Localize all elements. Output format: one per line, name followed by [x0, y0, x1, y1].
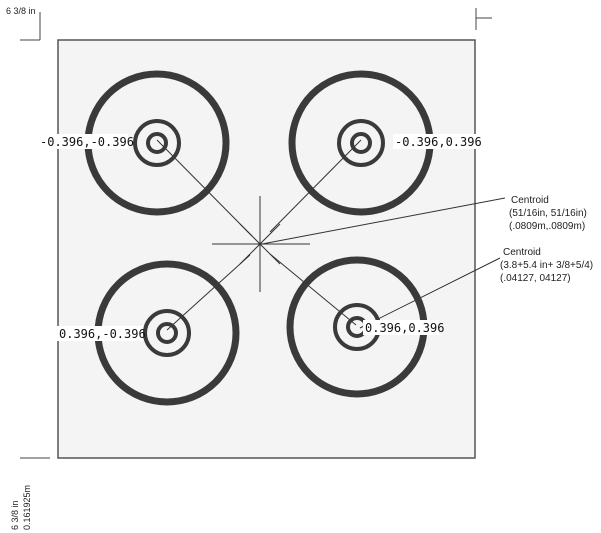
- coord-label-top-left: -0.396,-0.396: [38, 134, 134, 149]
- centroid-sub-line1: (3.8+5.4 in+ 3/8+5/4): [500, 260, 593, 271]
- centroid-main-annotation: Centroid (51/16in, 51/16in) (.0809m,.080…: [509, 195, 587, 232]
- coord-label-bottom-left: 0.396,-0.396: [57, 326, 146, 341]
- coord-top-right-text: -0.396,0.396: [395, 135, 482, 149]
- centroid-sub-line2: (.04127, 04127): [500, 273, 571, 284]
- plate: [57, 39, 476, 459]
- coord-bottom-right-text: 0.396,0.396: [365, 321, 444, 335]
- top-dimension: 6 3/8 in: [6, 6, 492, 41]
- left-height-m-label: 0.161925m: [22, 485, 32, 530]
- coord-label-top-right: -0.396,0.396: [393, 134, 482, 149]
- left-dimension: 6 3/8 in 0.161925m: [10, 457, 50, 530]
- centroid-main-leader: [261, 197, 506, 245]
- centroid-crosshair: [212, 196, 310, 292]
- coord-top-left-text: -0.396,-0.396: [40, 135, 134, 149]
- centroid-sub-leader: [359, 257, 501, 329]
- centroid-sub-title: Centroid: [503, 247, 541, 258]
- centroid-main-title: Centroid: [511, 195, 549, 206]
- centroid-main-line2: (.0809m,.0809m): [509, 221, 585, 232]
- left-height-in-label: 6 3/8 in: [10, 500, 20, 530]
- top-width-label: 6 3/8 in: [6, 6, 36, 16]
- centroid-main-line1: (51/16in, 51/16in): [509, 208, 587, 219]
- coord-bottom-left-text: 0.396,-0.396: [59, 327, 146, 341]
- coord-label-bottom-right: 0.396,0.396: [363, 320, 444, 335]
- centroid-sub-annotation: Centroid (3.8+5.4 in+ 3/8+5/4) (.04127, …: [500, 247, 593, 284]
